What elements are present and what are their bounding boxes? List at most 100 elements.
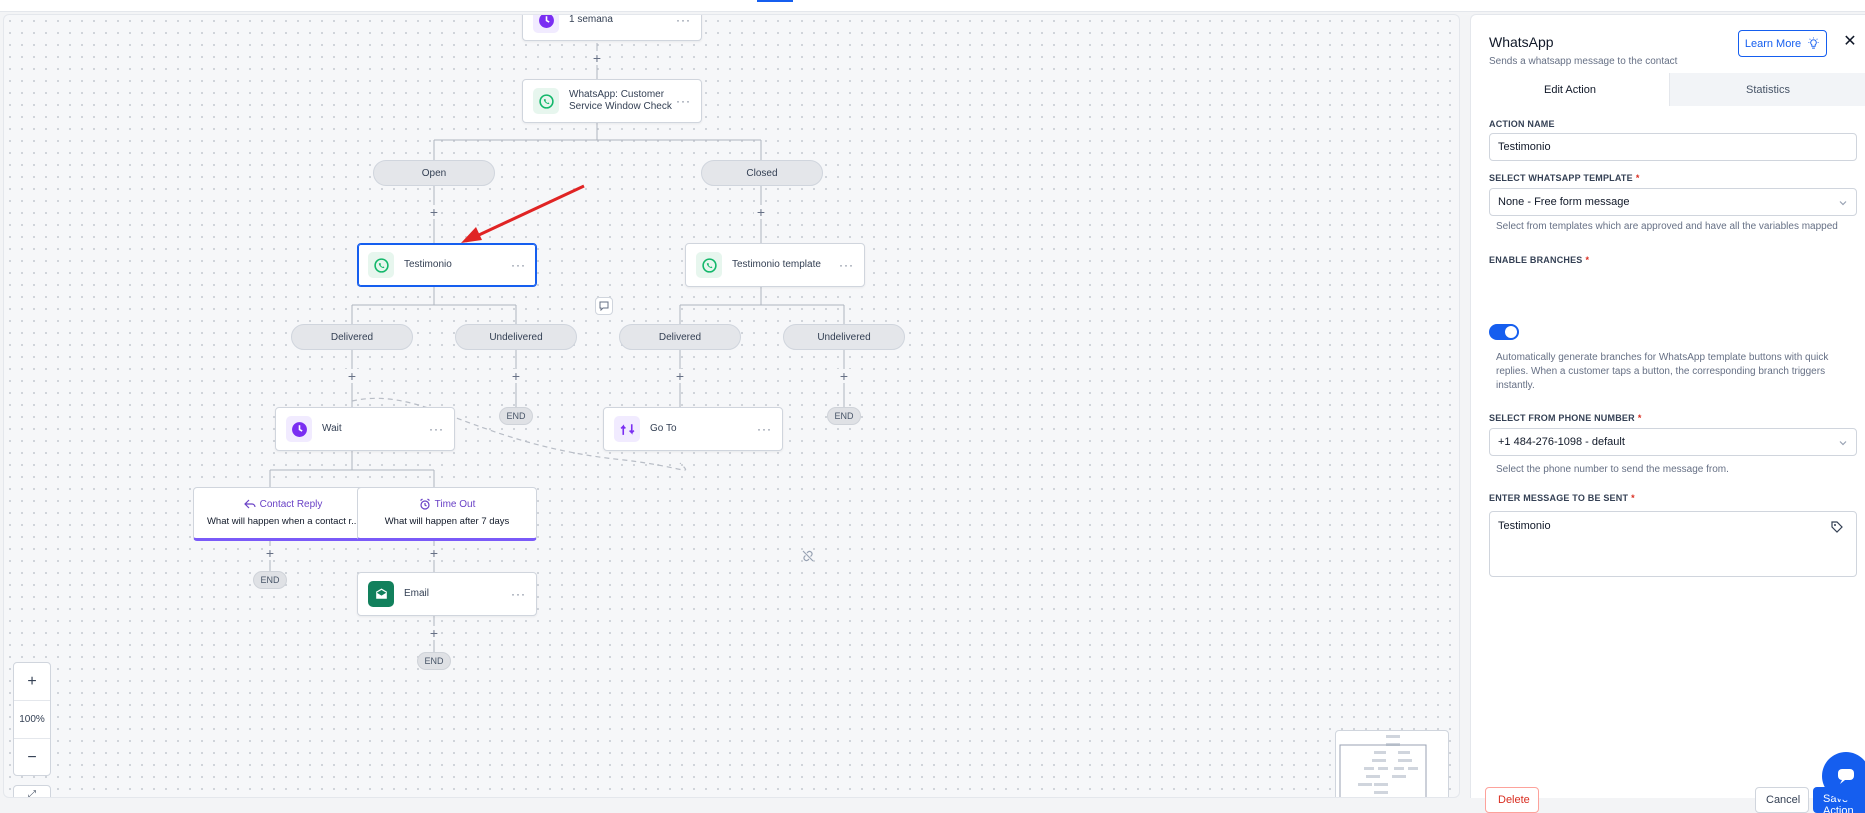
phone-value: +1 484-276-1098 - default (1498, 436, 1625, 448)
tab-statistics[interactable]: Statistics (1670, 73, 1865, 106)
add-step-button[interactable]: + (427, 546, 441, 560)
fit-view-button[interactable]: ⤢ (13, 785, 51, 797)
end-marker: END (253, 571, 287, 589)
comment-icon[interactable] (595, 297, 613, 315)
edge-check-split (433, 123, 762, 160)
lightbulb-icon (1808, 37, 1819, 49)
add-step-button[interactable]: + (754, 205, 768, 219)
node-label: Email (404, 588, 430, 599)
panel-tabs: Edit Action Statistics (1471, 73, 1865, 106)
reply-icon (243, 499, 256, 509)
tag-icon[interactable] (1830, 520, 1844, 534)
node-testimonio[interactable]: Testimonio ··· (357, 243, 537, 287)
edge-wait-split (269, 451, 435, 489)
template-help: Select from templates which are approved… (1496, 221, 1838, 232)
message-label: ENTER MESSAGE TO BE SENT* (1489, 493, 1635, 503)
whatsapp-icon (696, 252, 722, 278)
panel-title: WhatsApp (1489, 34, 1554, 50)
template-select[interactable]: None - Free form message (1489, 188, 1857, 216)
node-wait-week[interactable]: 1 semana ··· (522, 14, 702, 41)
whatsapp-icon (533, 88, 559, 114)
cancel-button[interactable]: Cancel (1755, 787, 1809, 813)
edge-to-next (351, 350, 845, 407)
email-icon (368, 581, 394, 607)
branch-time-out[interactable]: Time Out What will happen after 7 days (357, 487, 537, 541)
message-value: Testimonio (1498, 520, 1551, 532)
add-step-button[interactable]: + (673, 369, 687, 383)
chevron-down-icon (1839, 201, 1847, 206)
branches-help: Automatically generate branches for What… (1496, 352, 1829, 391)
add-step-button[interactable]: + (263, 546, 277, 560)
close-icon[interactable]: ✕ (1843, 33, 1857, 50)
annotation-arrow-head (461, 227, 482, 243)
branch-delivered[interactable]: Delivered (291, 324, 413, 350)
node-window-check[interactable]: WhatsApp: Customer Service Window Check … (522, 79, 702, 123)
zoom-out-button[interactable]: − (27, 749, 37, 766)
action-panel: WhatsApp Sends a whatsapp message to the… (1470, 14, 1865, 813)
card-description: What will happen when a contact r... (206, 516, 360, 527)
clock-icon (286, 416, 312, 442)
add-step-button[interactable]: + (345, 369, 359, 383)
branch-closed[interactable]: Closed (701, 160, 823, 186)
node-email[interactable]: Email ··· (357, 572, 537, 616)
node-label: Testimonio template (732, 259, 821, 270)
node-goto[interactable]: Go To ··· (603, 407, 783, 451)
edge-template-split (679, 287, 845, 324)
more-icon[interactable]: ··· (511, 258, 526, 272)
node-label: WhatsApp: Customer Service Window Check (569, 89, 672, 112)
more-icon[interactable]: ··· (676, 94, 691, 108)
edge-open-closed-to-actions (433, 186, 762, 243)
branch-undelivered[interactable]: Undelivered (783, 324, 905, 350)
branch-undelivered[interactable]: Undelivered (455, 324, 577, 350)
more-icon[interactable]: ··· (511, 587, 526, 601)
add-step-button[interactable]: + (427, 205, 441, 219)
add-step-button[interactable]: + (837, 369, 851, 383)
learn-more-button[interactable]: Learn More (1738, 30, 1827, 57)
learn-more-label: Learn More (1744, 37, 1802, 50)
more-icon[interactable]: ··· (676, 14, 691, 27)
phone-help: Select the phone number to send the mess… (1496, 464, 1729, 475)
active-tab-indicator (757, 0, 793, 2)
alarm-icon (419, 498, 430, 510)
template-label: SELECT WHATSAPP TEMPLATE* (1489, 173, 1640, 183)
more-icon[interactable]: ··· (757, 422, 772, 436)
branch-delivered[interactable]: Delivered (619, 324, 741, 350)
zoom-controls: + 100% − (13, 662, 51, 776)
node-wait[interactable]: Wait ··· (275, 407, 455, 451)
chevron-down-icon (1839, 441, 1847, 446)
tab-edit-action[interactable]: Edit Action (1471, 73, 1670, 106)
annotation-arrow-line (465, 184, 585, 243)
enable-branches-toggle[interactable] (1489, 324, 1519, 340)
phone-select[interactable]: +1 484-276-1098 - default (1489, 428, 1857, 456)
unlink-icon[interactable] (801, 549, 815, 563)
minimap-preview (1339, 735, 1427, 797)
card-title: Time Out (434, 498, 476, 510)
panel-subtitle: Sends a whatsapp message to the contact (1489, 56, 1678, 67)
add-step-button[interactable]: + (509, 369, 523, 383)
branch-open[interactable]: Open (373, 160, 495, 186)
zoom-level: 100% (14, 701, 50, 739)
zoom-in-button[interactable]: + (14, 663, 50, 701)
edge-testimonio-split (351, 287, 517, 324)
whatsapp-icon (368, 252, 394, 278)
branches-label: ENABLE BRANCHES* (1489, 255, 1590, 265)
add-step-button[interactable]: + (590, 51, 604, 65)
more-icon[interactable]: ··· (839, 258, 854, 272)
node-label: Go To (650, 423, 677, 434)
branch-contact-reply[interactable]: Contact Reply What will happen when a co… (193, 487, 373, 541)
chat-widget-button[interactable] (1822, 752, 1865, 800)
phone-label: SELECT FROM PHONE NUMBER* (1489, 413, 1642, 423)
template-value: None - Free form message (1498, 196, 1630, 208)
goto-icon (614, 416, 640, 442)
delete-button[interactable]: Delete (1485, 787, 1539, 813)
card-title: Contact Reply (259, 498, 323, 510)
minimap[interactable] (1335, 730, 1449, 797)
clock-icon (533, 15, 559, 33)
more-icon[interactable]: ··· (429, 422, 444, 436)
node-label: 1 semana (569, 14, 613, 25)
workflow-canvas[interactable]: 1 semana ··· + WhatsApp: Customer Servic… (3, 14, 1460, 798)
message-textarea[interactable]: Testimonio (1489, 511, 1857, 577)
add-step-button[interactable]: + (427, 626, 441, 640)
action-name-input[interactable]: Testimonio (1489, 133, 1857, 161)
node-testimonio-template[interactable]: Testimonio template ··· (685, 243, 865, 287)
